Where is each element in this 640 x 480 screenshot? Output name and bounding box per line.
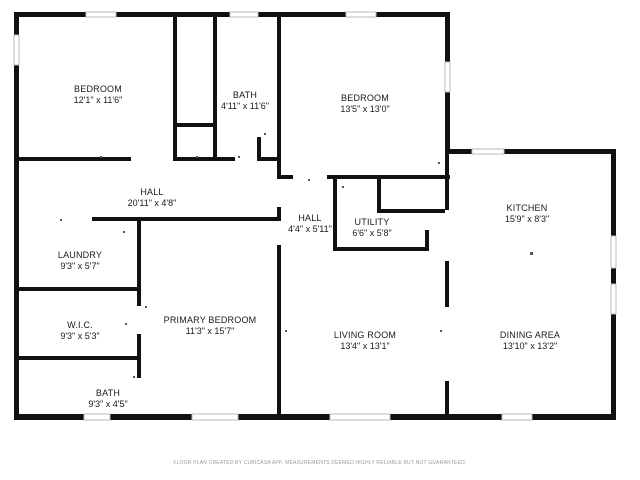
room-bath-bottom: BATH 9'3" x 4'5"	[68, 388, 148, 410]
room-dimensions: 9'3" x 5'7"	[60, 261, 100, 271]
room-laundry: LAUNDRY 9'3" x 5'7"	[40, 250, 120, 272]
room-name: UTILITY	[354, 217, 390, 227]
room-dimensions: 13'4" x 13'1"	[340, 341, 390, 351]
room-dimensions: 4'4" x 5'11"	[288, 224, 332, 234]
room-dimensions: 9'3" x 4'5"	[88, 399, 128, 409]
room-dining-area: DINING AREA 13'10" x 13'2"	[480, 330, 580, 352]
windows	[13, 11, 617, 421]
room-dimensions: 13'5" x 13'0"	[340, 104, 390, 114]
room-name: DINING AREA	[499, 330, 561, 340]
room-name: BEDROOM	[74, 84, 122, 94]
room-name: LIVING ROOM	[333, 330, 397, 340]
room-name: BATH	[232, 90, 258, 100]
room-dimensions: 11'3" x 15'7"	[185, 326, 235, 336]
room-primary-bedroom: PRIMARY BEDROOM 11'3" x 15'7"	[155, 315, 265, 337]
room-name: W.I.C.	[67, 320, 93, 330]
door-marks	[60, 133, 533, 378]
room-dimensions: 9'3" x 5'3"	[60, 331, 100, 341]
room-name: PRIMARY BEDROOM	[163, 315, 257, 325]
floor-plan-disclaimer: FLOOR PLAN CREATED BY CUBICASA APP. MEAS…	[173, 460, 467, 466]
room-name: KITCHEN	[506, 203, 548, 213]
room-hall-main: HALL 20'11" x 4'8"	[102, 187, 202, 209]
room-name: BATH	[95, 388, 121, 398]
room-bath-top: BATH 4'11" x 11'6"	[210, 90, 280, 112]
room-utility: UTILITY 6'6" x 5'8"	[339, 217, 405, 239]
room-name: BEDROOM	[341, 93, 389, 103]
room-name: HALL	[140, 187, 164, 197]
room-kitchen: KITCHEN 15'9" x 8'3"	[477, 203, 577, 225]
room-living-room: LIVING ROOM 13'4" x 13'1"	[315, 330, 415, 352]
room-hall-small: HALL 4'4" x 5'11"	[280, 213, 340, 235]
room-dimensions: 4'11" x 11'6"	[220, 101, 270, 111]
room-name: LAUNDRY	[57, 250, 103, 260]
room-bedroom-left: BEDROOM 12'1" x 11'6"	[48, 84, 148, 106]
room-name: HALL	[298, 213, 322, 223]
room-dimensions: 12'1" x 11'6"	[73, 95, 123, 105]
room-wic: W.I.C. 9'3" x 5'3"	[40, 320, 120, 342]
room-dimensions: 20'11" x 4'8"	[127, 198, 177, 208]
room-bedroom-mid: BEDROOM 13'5" x 13'0"	[315, 93, 415, 115]
room-dimensions: 13'10" x 13'2"	[502, 341, 558, 351]
room-dimensions: 6'6" x 5'8"	[352, 228, 392, 238]
room-dimensions: 15'9" x 8'3"	[504, 214, 550, 224]
